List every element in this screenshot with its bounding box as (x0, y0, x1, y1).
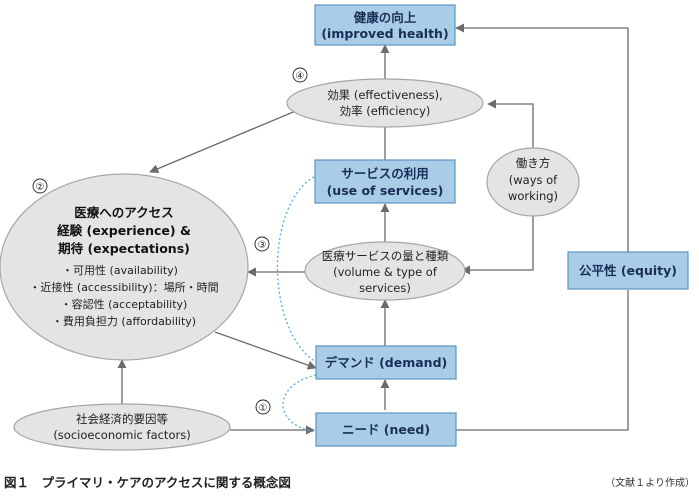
node-need: ニード (need) (315, 412, 457, 447)
access-title: 医療へのアクセス (74, 205, 173, 220)
node-use-of-services: サービスの利用 (use of services) (314, 159, 456, 204)
need-label: ニード (need) (342, 422, 430, 437)
node-equity: 公平性 (equity) (567, 251, 689, 290)
marker-1-text: ① (259, 403, 268, 414)
marker-2: ② (32, 178, 48, 194)
ways-line3: working) (508, 189, 558, 203)
node-socioeconomic: 社会経済的要因等 (socioeconomic factors) (13, 403, 231, 451)
volume-line2: (volume & type of (333, 265, 438, 279)
use-label-en: (use of services) (327, 183, 444, 198)
source-note: （文献１より作成） (605, 476, 695, 489)
socio-line1: 社会経済的要因等 (76, 412, 168, 426)
health-label-jp: 健康の向上 (354, 10, 417, 25)
dotted-demand-to-need (282, 374, 317, 433)
node-access: 医療へのアクセス 経験 (experience) & 期待 (expectati… (0, 173, 249, 361)
effectiveness-line1: 効果 (effectiveness), (327, 88, 443, 102)
socio-line2: (socioeconomic factors) (53, 428, 190, 442)
volume-line3: services) (359, 281, 411, 295)
arrow-ways-to-effectiveness (487, 99, 534, 148)
marker-4: ④ (292, 67, 308, 83)
demand-label: デマンド (demand) (325, 355, 448, 370)
arrow-effectiveness-to-access (149, 109, 299, 174)
access-item-accessibility: ・近接性 (accessibility)：場所・時間 (29, 280, 218, 294)
ways-line2: (ways of (509, 173, 558, 187)
node-ways-of-working: 働き方 (ways of working) (486, 147, 580, 217)
figure-caption: 図１ プライマリ・ケアのアクセスに関する概念図 (4, 475, 291, 490)
health-label-en: (improved health) (321, 26, 448, 41)
marker-3-text: ③ (258, 240, 267, 251)
arrow-ways-to-volume (461, 216, 534, 275)
arrow-equity-to-health (455, 23, 629, 252)
equity-label: 公平性 (equity) (579, 263, 677, 278)
access-line3: 期待 (expectations) (58, 241, 190, 256)
effectiveness-line2: 効率 (efficiency) (340, 104, 431, 118)
access-item-acceptability: ・容認性 (acceptability) (61, 297, 188, 311)
node-improved-health: 健康の向上 (improved health) (314, 4, 456, 46)
access-item-availability: ・可用性 (availability) (62, 263, 178, 277)
line-need-to-equity (456, 290, 629, 431)
use-label-jp: サービスの利用 (341, 166, 429, 181)
marker-1: ① (255, 399, 271, 415)
node-effectiveness: 効果 (effectiveness), 効率 (efficiency) (286, 78, 484, 128)
access-line2: 経験 (experience) & (57, 223, 191, 238)
marker-4-text: ④ (296, 71, 305, 82)
marker-3: ③ (254, 236, 270, 252)
ways-line1: 働き方 (516, 156, 551, 170)
marker-2-text: ② (36, 182, 45, 193)
node-volume-of-services: 医療サービスの量と種類 (volume & type of services) (304, 241, 466, 301)
access-item-affordability: ・費用負担力 (affordability) (52, 314, 196, 328)
arrow-access-to-demand (214, 331, 317, 370)
volume-line1: 医療サービスの量と種類 (322, 249, 449, 263)
connectors (117, 23, 629, 435)
node-demand: デマンド (demand) (315, 345, 457, 380)
